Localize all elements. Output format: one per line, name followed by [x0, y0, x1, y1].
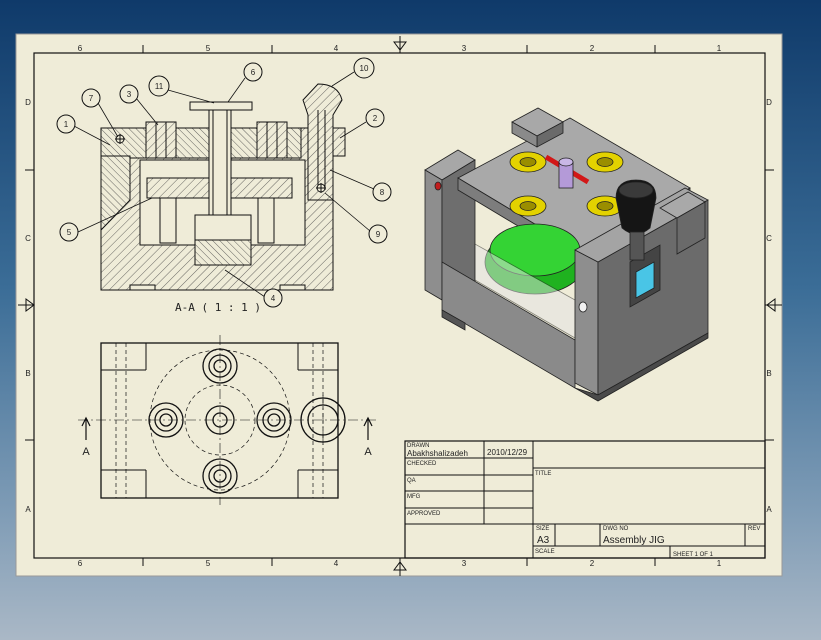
section-screw [208, 109, 232, 216]
col-label-bottom: 3 [462, 559, 467, 568]
dwg-value: Assembly JIG [603, 535, 665, 546]
svg-text:9: 9 [376, 230, 381, 239]
svg-text:3: 3 [127, 90, 132, 99]
col-label-bottom: 1 [717, 559, 722, 568]
plan-view [78, 335, 378, 505]
section-screw-handle [189, 101, 253, 111]
svg-text:6: 6 [251, 68, 256, 77]
svg-text:8: 8 [380, 188, 385, 197]
row-label-right: A [766, 505, 772, 514]
balloon: 6 [243, 62, 263, 82]
iso-cyan-part [635, 261, 655, 299]
iso-bushings [509, 151, 624, 217]
row-label-right: B [766, 369, 771, 378]
drawn-date: 2010/12/29 [487, 448, 528, 457]
balloon: 2 [365, 108, 385, 128]
col-label-bottom: 6 [78, 559, 83, 568]
size-value: A3 [537, 535, 550, 546]
section-view [100, 83, 346, 291]
mfg-label: MFG [407, 494, 421, 500]
balloon: 11 [148, 75, 170, 97]
border-column-labels-bottom: 6 5 4 3 2 1 [78, 559, 722, 568]
cut-label-right: A [364, 446, 372, 458]
svg-text:7: 7 [89, 94, 94, 103]
approved-label: APPROVED [407, 511, 441, 517]
title-block-text: DRAWN Abakhshalizadeh 2010/12/29 CHECKED… [407, 443, 760, 558]
border-column-labels-top: 6 5 4 3 2 1 [78, 44, 722, 53]
svg-text:5: 5 [67, 228, 72, 237]
qa-label: QA [407, 478, 416, 484]
row-label-left: B [25, 369, 30, 378]
svg-text:10: 10 [360, 64, 369, 73]
section-view-label: A-A ( 1 : 1 ) [175, 301, 261, 314]
row-label-right: D [766, 98, 772, 107]
drawn-by: Abakhshalizadeh [407, 449, 468, 458]
border-row-labels-left: D C B A [25, 98, 31, 514]
col-label-top: 2 [590, 44, 595, 53]
balloons: 1 2 3 4 5 6 7 8 9 10 11 [56, 57, 392, 308]
col-label-bottom: 2 [590, 559, 595, 568]
row-label-left: C [25, 234, 31, 243]
svg-text:11: 11 [155, 82, 164, 91]
balloon-leaders [73, 71, 375, 298]
svg-text:1: 1 [64, 120, 69, 129]
balloon: 9 [368, 224, 388, 244]
col-label-bottom: 5 [206, 559, 211, 568]
rev-label: REV [748, 526, 760, 532]
row-label-right: C [766, 234, 772, 243]
col-label-top: 4 [334, 44, 339, 53]
dwg-label: DWG NO [603, 526, 629, 532]
scale-label: SCALE [535, 549, 555, 555]
title-block [404, 440, 766, 559]
svg-text:4: 4 [271, 294, 276, 303]
row-label-left: D [25, 98, 31, 107]
col-label-top: 3 [462, 44, 467, 53]
checked-label: CHECKED [407, 461, 437, 467]
sheet-value: SHEET 1 OF 1 [673, 552, 714, 558]
balloon: 3 [119, 84, 139, 104]
row-label-left: A [25, 505, 31, 514]
centering-marks [18, 36, 782, 576]
border-row-labels-right: D C B A [766, 98, 772, 514]
isometric-view [424, 107, 709, 402]
title-label: TITLE [535, 471, 551, 477]
balloon: 1 [56, 114, 76, 134]
balloon: 5 [59, 222, 79, 242]
cut-label-left: A [82, 446, 90, 458]
iso-right-block-front [574, 249, 599, 396]
balloon: 8 [372, 182, 392, 202]
col-label-bottom: 4 [334, 559, 339, 568]
iso-knob [615, 179, 657, 261]
balloon: 7 [81, 88, 101, 108]
col-label-top: 5 [206, 44, 211, 53]
drawn-label: DRAWN [407, 443, 429, 449]
iso-screw-handle [544, 154, 590, 189]
col-label-top: 1 [717, 44, 722, 53]
col-label-top: 6 [78, 44, 83, 53]
svg-text:2: 2 [373, 114, 378, 123]
size-label: SIZE [536, 526, 549, 532]
balloon: 4 [263, 288, 283, 308]
balloon: 10 [353, 57, 375, 79]
